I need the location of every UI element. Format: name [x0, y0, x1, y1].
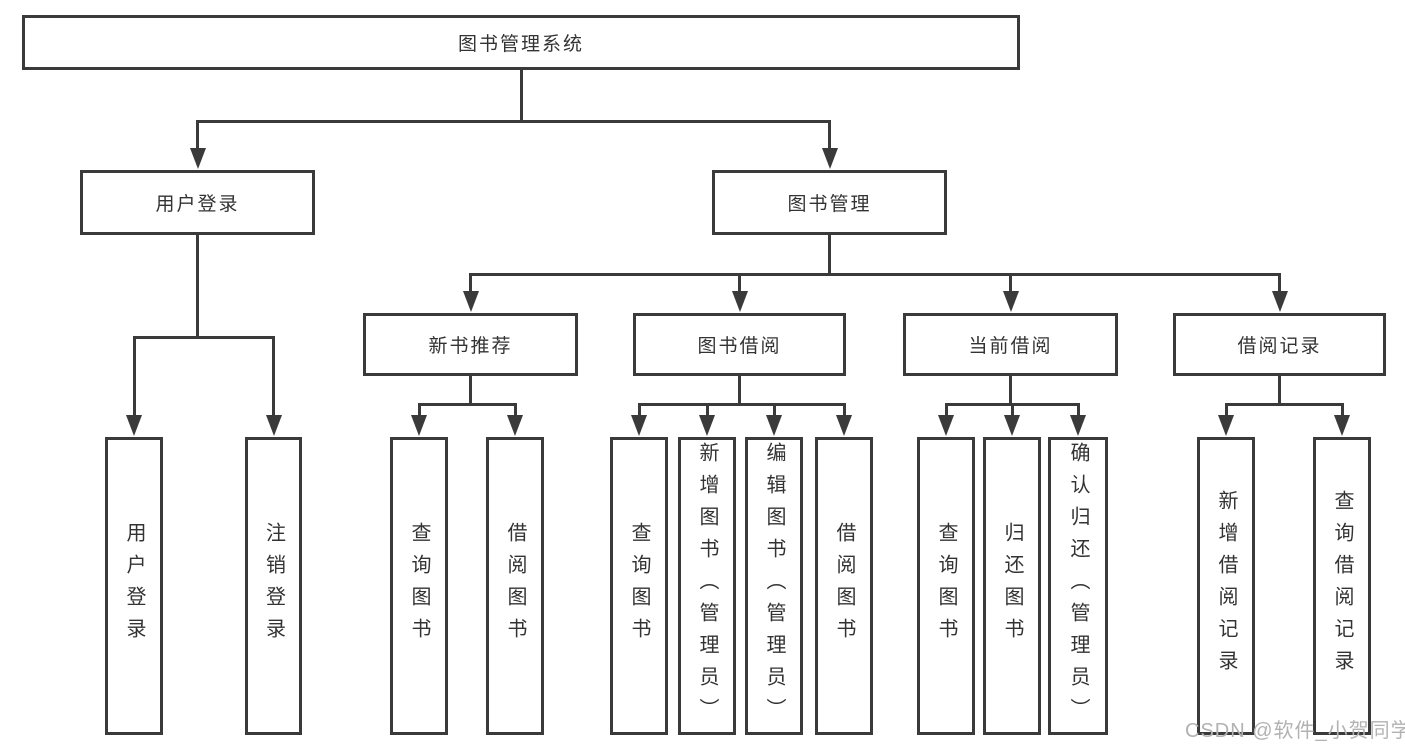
edge-drop-bb-borrow [842, 403, 846, 420]
node-cb-confirm: 确认归还（管理员） [1048, 437, 1108, 735]
node-bb-borrow: 借阅图书 [815, 437, 873, 735]
edge-stem-book-mgmt [828, 235, 831, 276]
node-label-leaf-logout: 注销登录 [262, 522, 285, 650]
edge-bus-new-book-rec [417, 403, 517, 406]
arrowhead-icon-cb-return [1004, 415, 1020, 436]
node-label-root: 图书管理系统 [457, 34, 584, 55]
node-br-query: 查询借阅记录 [1313, 437, 1371, 735]
arrowhead-icon-bb-edit [766, 415, 782, 436]
arrowhead-icon-nbr-query [411, 415, 427, 436]
node-label-book-mgmt: 图书管理 [787, 194, 872, 215]
node-label-nbr-borrow: 借阅图书 [504, 522, 526, 650]
edge-stem-new-book-rec [469, 376, 472, 406]
edge-stem-borrow-record [1278, 376, 1281, 406]
edge-bus-user-login [132, 336, 275, 339]
node-br-add: 新增借阅记录 [1197, 437, 1255, 735]
edge-stem-root [519, 70, 523, 123]
node-new-book-rec: 新书推荐 [363, 313, 578, 376]
node-leaf-logout: 注销登录 [245, 437, 302, 735]
edge-bus-book-borrow [637, 403, 846, 406]
node-nbr-borrow: 借阅图书 [486, 437, 544, 735]
edge-drop-cb-return [1010, 403, 1014, 420]
arrowhead-icon-cb-query [938, 415, 954, 436]
node-label-bb-query: 查询图书 [628, 522, 650, 650]
edge-stem-book-borrow [738, 376, 741, 406]
edge-drop-current-borrow [1009, 273, 1012, 296]
arrowhead-icon-leaf-logout [265, 415, 282, 436]
arrowhead-icon-br-add [1218, 415, 1234, 436]
arrowhead-icon-bb-add [699, 415, 715, 436]
node-current-borrow: 当前借阅 [903, 313, 1118, 376]
edge-bus-book-mgmt [469, 273, 1281, 276]
node-label-cb-confirm: 确认归还（管理员） [1067, 442, 1089, 730]
node-label-bb-borrow: 借阅图书 [833, 522, 855, 650]
node-label-bb-add: 新增图书（管理员） [696, 442, 718, 730]
edge-drop-cb-query [944, 403, 948, 420]
node-label-borrow-record: 借阅记录 [1237, 336, 1322, 357]
node-book-borrow: 图书借阅 [633, 313, 846, 376]
arrowhead-icon-book-borrow [731, 291, 748, 312]
edge-drop-leaf-logout [272, 336, 275, 420]
arrowhead-icon-leaf-user-login [126, 415, 142, 436]
node-leaf-user-login: 用户登录 [105, 437, 163, 735]
edge-drop-leaf-user-login [132, 336, 136, 420]
edge-drop-bb-add [705, 403, 709, 420]
arrowhead-icon-br-query [1334, 415, 1350, 436]
node-user-login: 用户登录 [80, 170, 315, 235]
arrowhead-icon-borrow-record [1271, 291, 1288, 312]
csdn-watermark: CSDN @软件_小贺同学 [1185, 720, 1405, 742]
edge-drop-new-book-rec [469, 273, 472, 296]
node-label-book-borrow: 图书借阅 [697, 336, 782, 357]
node-bb-edit: 编辑图书（管理员） [745, 437, 803, 735]
arrowhead-icon-user-login [189, 148, 206, 169]
edge-bus-root [196, 120, 831, 123]
edge-drop-book-borrow [738, 273, 741, 296]
node-book-mgmt: 图书管理 [712, 170, 947, 235]
edge-stem-current-borrow [1009, 376, 1012, 406]
edge-bus-borrow-record [1224, 403, 1344, 406]
node-bb-query: 查询图书 [610, 437, 668, 735]
edge-drop-cb-confirm [1076, 403, 1080, 420]
edge-drop-nbr-query [417, 403, 421, 420]
edge-drop-borrow-record [1278, 273, 1281, 296]
node-label-user-login: 用户登录 [155, 194, 240, 215]
node-label-br-query: 查询借阅记录 [1331, 490, 1353, 682]
node-label-cb-return: 归还图书 [1001, 522, 1023, 650]
edge-drop-user-login [196, 120, 199, 153]
node-label-cb-query: 查询图书 [935, 522, 957, 650]
edge-drop-bb-edit [772, 403, 776, 420]
node-label-new-book-rec: 新书推荐 [428, 336, 513, 357]
arrowhead-icon-bb-query [631, 415, 647, 436]
node-label-current-borrow: 当前借阅 [968, 336, 1053, 357]
edge-drop-br-query [1340, 403, 1344, 420]
edge-stem-user-login [196, 235, 199, 339]
node-root: 图书管理系统 [22, 15, 1020, 70]
node-bb-add: 新增图书（管理员） [678, 437, 736, 735]
node-nbr-query: 查询图书 [390, 437, 448, 735]
arrowhead-icon-current-borrow [1002, 291, 1019, 312]
edge-drop-br-add [1224, 403, 1228, 420]
node-cb-query: 查询图书 [917, 437, 975, 735]
node-label-bb-edit: 编辑图书（管理员） [763, 442, 785, 730]
arrowhead-icon-nbr-borrow [507, 415, 523, 436]
arrowhead-icon-new-book-rec [462, 291, 479, 312]
node-label-leaf-user-login: 用户登录 [123, 522, 145, 650]
node-borrow-record: 借阅记录 [1173, 313, 1386, 376]
node-label-br-add: 新增借阅记录 [1215, 490, 1237, 682]
arrowhead-icon-bb-borrow [836, 415, 852, 436]
arrowhead-icon-cb-confirm [1070, 415, 1086, 436]
edge-drop-book-mgmt [828, 120, 831, 153]
edge-drop-nbr-borrow [513, 403, 517, 420]
node-label-nbr-query: 查询图书 [408, 522, 430, 650]
node-cb-return: 归还图书 [983, 437, 1041, 735]
arrowhead-icon-book-mgmt [821, 148, 838, 169]
edge-drop-bb-query [637, 403, 641, 420]
